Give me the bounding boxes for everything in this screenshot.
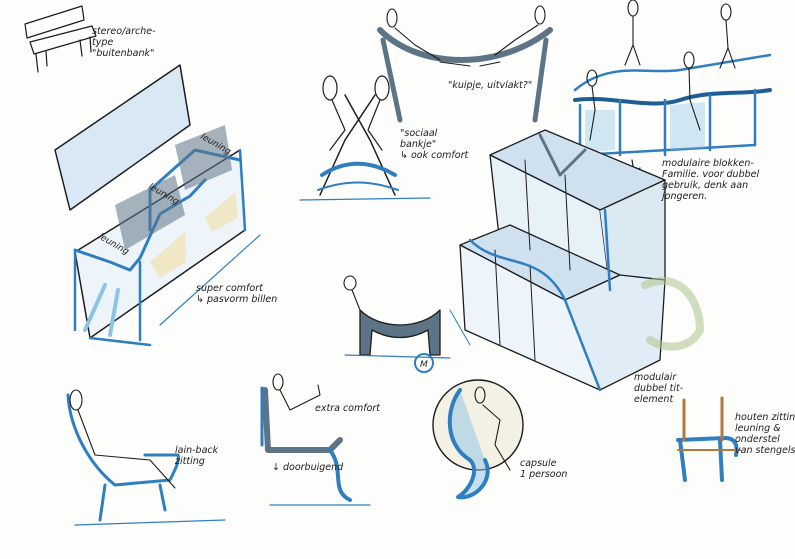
m-seat-sketch bbox=[343, 275, 451, 373]
note-modulaire: modulaire blokken- Familie. voor dubbel … bbox=[662, 158, 760, 202]
note-houten: houten zitting leuning & onderstel van s… bbox=[735, 412, 795, 456]
extra-comfort-sketch bbox=[260, 373, 371, 506]
note-lain-back: lain-back zitting bbox=[175, 445, 219, 467]
modular-block-sketch bbox=[449, 129, 704, 392]
note-sociaal: "sociaal bankje" ↳ ook comfort bbox=[400, 128, 469, 161]
note-modulair-dubbel: modulair dubbel tit- element bbox=[634, 372, 684, 405]
note-doorbuigend: ↓ doorbuigend bbox=[272, 462, 344, 473]
lain-back-sketch bbox=[66, 389, 226, 526]
note-extra-comfort: extra comfort bbox=[315, 403, 381, 414]
m-mark-label: M bbox=[420, 360, 428, 370]
sociaal-bankje-sketch bbox=[299, 75, 431, 201]
note-super-comfort: super comfort ↳ pasvorm billen bbox=[196, 283, 278, 305]
houten-zitting-sketch bbox=[676, 396, 741, 482]
modulaire-wave-sketch bbox=[573, 0, 772, 177]
stereo-bench-sketch bbox=[24, 5, 97, 73]
note-kuipje: "kuipje, uitvlakt?" bbox=[448, 80, 533, 91]
leuning-seat-sketch bbox=[54, 64, 261, 347]
note-capsule: capsule 1 persoon bbox=[520, 458, 568, 480]
capsule-sketch bbox=[432, 379, 524, 500]
note-stereo: stereo/arche- type "buitenbank" bbox=[92, 26, 156, 59]
kuipje-bench-sketch bbox=[377, 5, 553, 123]
